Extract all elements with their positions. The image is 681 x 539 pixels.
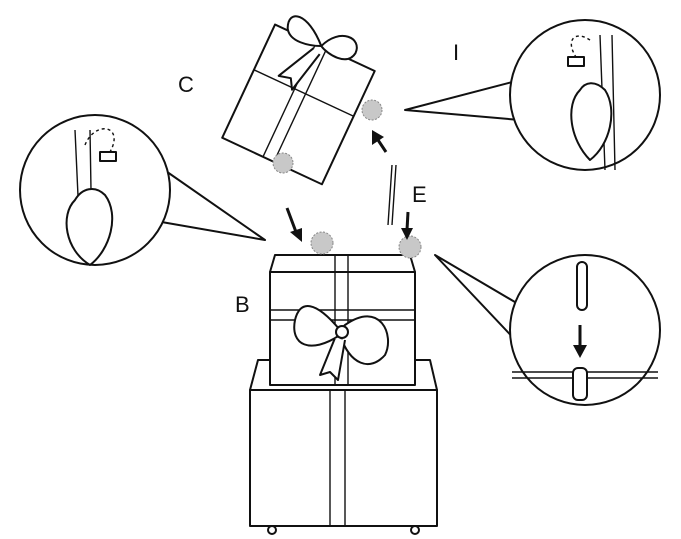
label-i: I [453, 40, 460, 65]
attach-point-marker [361, 99, 383, 121]
label-b: B [235, 292, 250, 317]
attach-point-marker [272, 152, 294, 174]
detail-callout-top-right [404, 19, 661, 171]
label-e: E [412, 182, 427, 207]
detail-callout-left [19, 114, 266, 266]
arrow-icons [285, 130, 413, 242]
middle-box-b [269, 254, 416, 386]
attach-point-marker [310, 231, 334, 255]
support-rod [387, 164, 397, 226]
label-c: C [178, 72, 194, 97]
bottom-box [249, 359, 438, 535]
attach-point-marker [398, 235, 422, 259]
detail-callout-bottom-right [434, 254, 661, 406]
top-box-c [221, 15, 376, 186]
